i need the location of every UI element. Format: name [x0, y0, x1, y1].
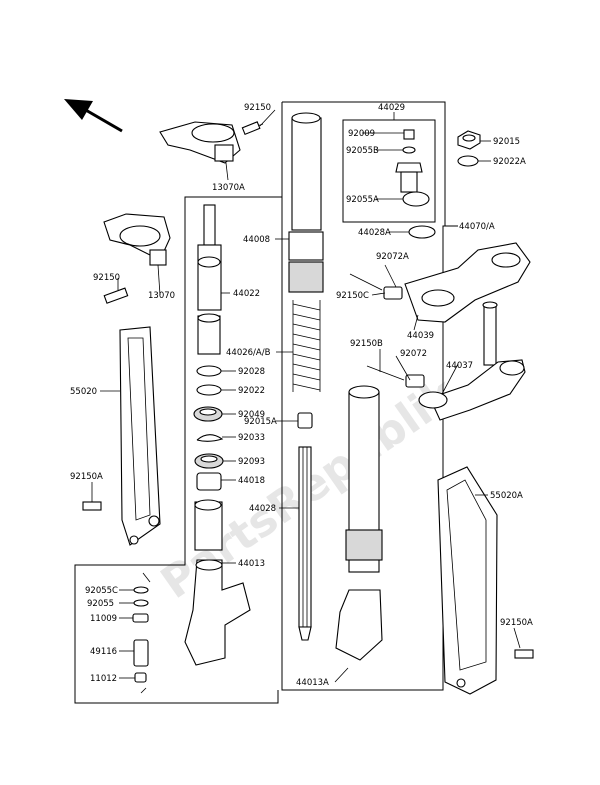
outer-tube-44013 — [184, 499, 251, 666]
washer-92022A — [457, 155, 479, 167]
o-ring-92055 — [133, 599, 149, 607]
spacer-44018 — [196, 472, 222, 491]
oil-seal-92049 — [193, 406, 223, 422]
label-44037: 44037 — [446, 361, 473, 371]
label-92150A-left: 92150A — [70, 472, 103, 482]
inner-fork-tube-44022 — [197, 204, 222, 311]
upper-fork-clamp — [159, 121, 264, 164]
label-44028: 44028 — [249, 504, 276, 514]
fork-spring — [292, 300, 321, 392]
label-11009: 11009 — [90, 614, 117, 624]
lower-fork-clamp — [103, 213, 171, 304]
label-92009: 92009 — [348, 129, 375, 139]
label-92022A: 92022A — [493, 157, 526, 167]
label-44026: 44026/A/B — [226, 348, 271, 358]
label-92055C: 92055C — [85, 586, 118, 596]
label-92150B: 92150B — [350, 339, 383, 349]
circlip-92033 — [196, 434, 224, 442]
o-ring-92055A — [402, 191, 430, 207]
leader-lines — [91, 109, 521, 683]
label-92150C: 92150C — [336, 291, 369, 301]
label-92093: 92093 — [238, 457, 265, 467]
label-44013A: 44013A — [296, 678, 329, 688]
label-44013: 44013 — [238, 559, 265, 569]
fork-cap-kit-box — [342, 119, 436, 223]
label-92055B: 92055B — [346, 146, 379, 156]
label-92072A: 92072A — [376, 252, 409, 262]
part-number-labels: 92150 13070A 92150 13070 55020 92150A 44… — [70, 103, 533, 688]
dust-seal-92093 — [194, 453, 224, 469]
label-44022: 44022 — [233, 289, 260, 299]
right-fork-guard — [437, 466, 534, 695]
left-fork-guard — [82, 326, 161, 546]
valve-49116 — [133, 639, 149, 667]
washer-44028A — [408, 225, 436, 239]
upper-triple-clamp — [349, 242, 531, 323]
o-ring-92055B — [402, 146, 416, 154]
front-direction-arrow-icon — [64, 99, 123, 133]
label-49116: 49116 — [90, 647, 117, 657]
damper-rod-44028 — [298, 446, 312, 641]
bolt-92009 — [403, 129, 415, 140]
fork-sleeve — [197, 313, 221, 355]
label-92015: 92015 — [493, 137, 520, 147]
lower-triple-clamp — [366, 301, 526, 421]
nut-92015 — [457, 130, 481, 150]
label-92055: 92055 — [87, 599, 114, 609]
label-92015A: 92015A — [244, 417, 277, 427]
label-92150-mid: 92150 — [93, 273, 120, 283]
inner-fork-bracket — [74, 196, 282, 704]
label-92055A: 92055A — [346, 195, 379, 205]
label-55020A: 55020A — [490, 491, 523, 501]
gasket-11012 — [134, 672, 147, 683]
label-13070A: 13070A — [212, 183, 245, 193]
collar-92015A — [297, 412, 313, 429]
label-92150-top: 92150 — [244, 103, 271, 113]
label-92022: 92022 — [238, 386, 265, 396]
label-44070A: 44070/A — [459, 222, 495, 232]
outer-tube-44013A — [335, 385, 383, 661]
label-44028A: 44028A — [358, 228, 391, 238]
upper-outer-tube-44008 — [288, 112, 324, 293]
fork-cap-bolt — [395, 162, 423, 193]
label-92028: 92028 — [238, 367, 265, 377]
washer-11009 — [132, 613, 149, 623]
label-44008: 44008 — [243, 235, 270, 245]
label-92033: 92033 — [238, 433, 265, 443]
label-55020: 55020 — [70, 387, 97, 397]
label-11012: 11012 — [90, 674, 117, 684]
label-44029: 44029 — [378, 103, 405, 113]
seal-92028 — [196, 365, 222, 377]
seal-92022 — [196, 384, 222, 396]
label-92150A-right: 92150A — [500, 618, 533, 628]
label-44039: 44039 — [407, 331, 434, 341]
label-92072: 92072 — [400, 349, 427, 359]
label-13070: 13070 — [148, 291, 175, 301]
o-ring-92055C — [133, 586, 149, 594]
label-44018: 44018 — [238, 476, 265, 486]
label-92049: 92049 — [238, 410, 265, 420]
